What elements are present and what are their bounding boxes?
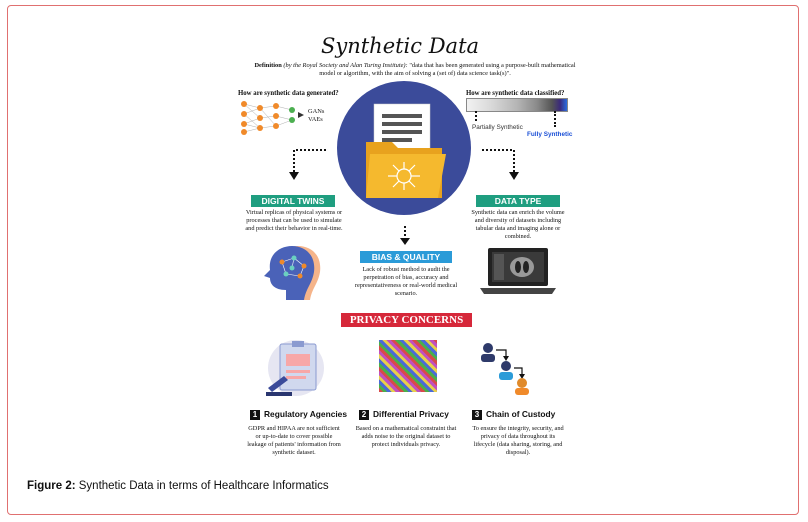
privacy-item-2-title: 2 Differential Privacy [359, 409, 449, 420]
generation-methods: GANs VAEs [308, 108, 324, 123]
full-arrow [554, 111, 556, 127]
partial-synthetic-label: Partially Synthetic [472, 124, 523, 131]
chain-of-custody-title: Chain of Custody [486, 409, 556, 419]
privacy-concerns-heading: PRIVACY CONCERNS [341, 313, 472, 327]
privacy-item-3-title: 3 Chain of Custody [472, 409, 555, 420]
chain-of-custody-text: To ensure the integrity, security, and p… [472, 425, 564, 456]
central-folder-icon [337, 81, 471, 215]
privacy-item-1-title: 1 Regulatory Agencies [250, 409, 347, 420]
differential-privacy-title: Differential Privacy [373, 409, 449, 419]
fully-synthetic-label: Fully Synthetic [527, 131, 573, 138]
privacy-item-3-number: 3 [472, 410, 482, 420]
privacy-item-1-number: 1 [250, 410, 260, 420]
custody-chain-icon [481, 343, 529, 395]
diagram-title: Synthetic Data [320, 34, 480, 58]
regulatory-agencies-text: GDPR and HIPAA are not sufficient or up-… [247, 425, 341, 456]
laptop-scan-icon [480, 248, 556, 294]
differential-privacy-text: Based on a mathematical constraint that … [355, 425, 457, 448]
arrow-to-data-type [482, 149, 519, 180]
data-type-text: Synthetic data can enrich the volume and… [471, 209, 565, 240]
method-vaes: VAEs [308, 115, 323, 123]
figure-frame [7, 5, 799, 515]
method-gans: GANs [308, 108, 325, 115]
generation-question: How are synthetic data generated? [238, 90, 339, 97]
privacy-item-2-number: 2 [359, 410, 369, 420]
regulatory-clipboard-icon [266, 340, 324, 396]
figure-caption-text: Synthetic Data in terms of Healthcare In… [75, 480, 329, 492]
figure-caption-label: Figure 2: [27, 480, 76, 492]
neural-network-icon [241, 101, 304, 135]
digital-twins-heading: DIGITAL TWINS [251, 195, 335, 207]
definition-text: Definition (by the Royal Society and Ala… [250, 62, 580, 78]
arrow-to-bias-quality [400, 226, 410, 245]
bias-quality-text: Lack of robust method to audit the perpe… [354, 266, 458, 297]
partial-arrow [475, 111, 477, 121]
definition-source: (by the Royal Society and Alan Turing In… [283, 62, 408, 69]
figure-caption: Figure 2: Synthetic Data in terms of Hea… [27, 480, 329, 492]
noise-image-icon [379, 340, 437, 392]
arrow-to-digital-twins [289, 149, 326, 180]
regulatory-agencies-title: Regulatory Agencies [264, 409, 347, 419]
classification-gradient-bar [466, 98, 568, 112]
bias-quality-heading: BIAS & QUALITY [360, 251, 452, 263]
data-type-heading: DATA TYPE [476, 195, 560, 207]
classification-question: How are synthetic data classified? [466, 90, 565, 97]
digital-twins-text: Virtual replicas of physical systems or … [245, 209, 343, 232]
definition-label: Definition [254, 62, 282, 69]
definition-body: "data that has been generated using a pu… [319, 62, 576, 77]
digital-twin-head-icon [264, 246, 321, 300]
